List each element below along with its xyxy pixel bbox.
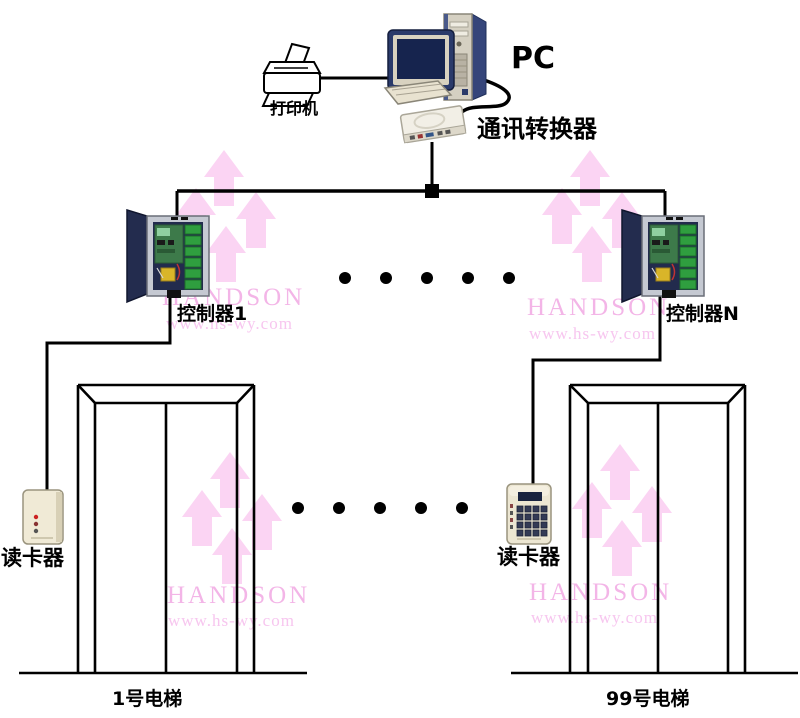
printer-label: 打印机: [270, 99, 319, 118]
controllerN-label: 控制器N: [666, 303, 739, 325]
wire-pc-to-converter: [460, 78, 511, 114]
readers-ellipsis-dots: [292, 502, 468, 514]
watermark-brand-text: HANDSON: [529, 579, 673, 606]
watermark-url-text: www.hs-wy.com: [166, 314, 293, 333]
card-reader-left-icon: [22, 489, 64, 545]
wire-controllerN-to-reader: [531, 294, 662, 490]
reader-left-label: 读卡器: [1, 546, 64, 570]
ellipsis-dot: [462, 272, 474, 284]
controllers-ellipsis-dots: [339, 272, 515, 284]
wire-controller1-to-reader: [45, 294, 172, 494]
elevator-right-doors: [511, 383, 798, 675]
ellipsis-dot: [503, 272, 515, 284]
controller1-label: 控制器1: [177, 303, 248, 325]
pc-image: [383, 13, 487, 105]
card-reader-right-icon: [506, 483, 552, 545]
ellipsis-dot: [374, 502, 386, 514]
reader-right-label: 读卡器: [497, 545, 560, 569]
elevator-left-doors: [19, 383, 307, 675]
elevator-left-label: 1号电梯: [112, 688, 183, 710]
converter-icon: [399, 105, 467, 144]
watermark-brand-text: HANDSON: [527, 294, 671, 321]
ellipsis-dot: [380, 272, 392, 284]
ellipsis-dot: [292, 502, 304, 514]
controllerN-image: [621, 209, 705, 303]
ellipsis-dot: [415, 502, 427, 514]
ellipsis-dot: [339, 272, 351, 284]
watermark-url-text: www.hs-wy.com: [531, 608, 658, 627]
elevator-right-label: 99号电梯: [606, 688, 690, 710]
ellipsis-dot: [456, 502, 468, 514]
converter-label: 通讯转换器: [477, 115, 597, 143]
controller1-image: [126, 209, 210, 303]
pc-label: PC: [511, 41, 556, 76]
watermark-url-text: www.hs-wy.com: [168, 611, 295, 630]
wiring: [45, 76, 667, 494]
printer-icon: [261, 42, 322, 107]
watermark-url-text: www.hs-wy.com: [529, 324, 656, 343]
bus-tap-node: [425, 184, 439, 198]
ellipsis-dot: [421, 272, 433, 284]
ellipsis-dot: [333, 502, 345, 514]
